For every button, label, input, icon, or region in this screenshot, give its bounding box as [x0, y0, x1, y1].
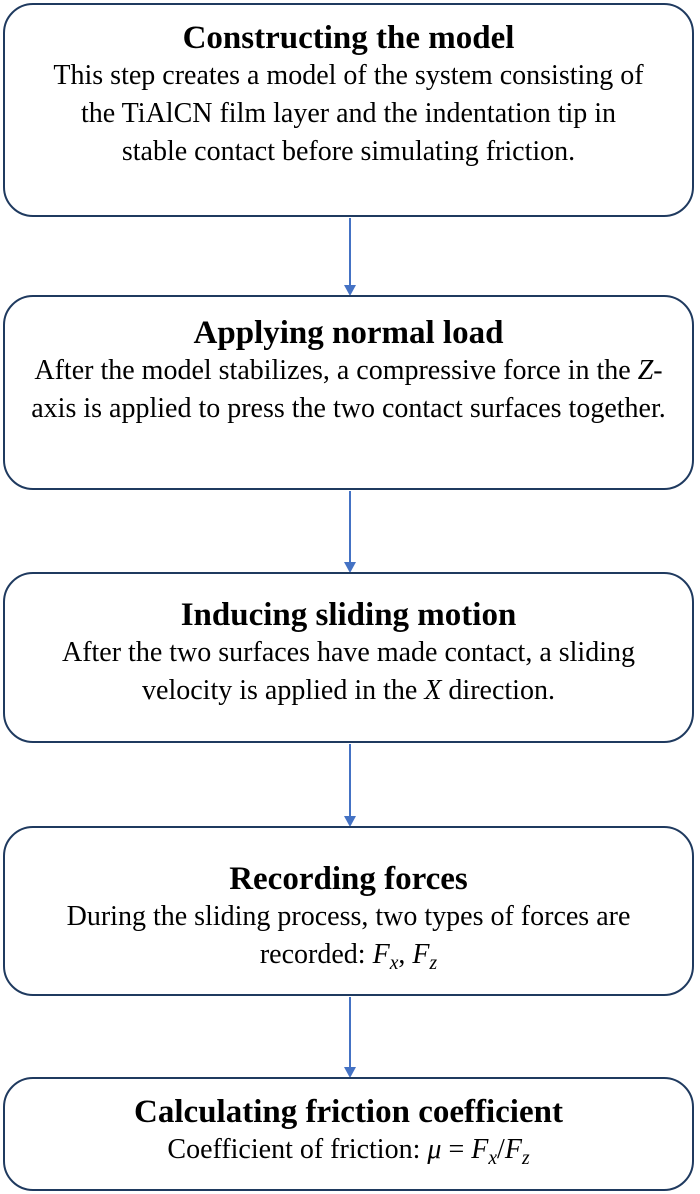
step-box-calculating-friction-coefficient: Calculating friction coefficient Coeffic…: [3, 1077, 694, 1191]
step-box-inducing-sliding-motion: Inducing sliding motion After the two su…: [3, 572, 694, 743]
force-subscript: z: [429, 952, 438, 974]
step-description: After the two surfaces have made contact…: [5, 634, 692, 710]
desc-text: Coefficient of friction:: [167, 1134, 428, 1165]
desc-text: After the two surfaces have made contact…: [61, 637, 635, 706]
flow-arrow: [344, 491, 356, 573]
desc-text: direction.: [441, 675, 555, 706]
step-description: This step creates a model of the system …: [53, 60, 644, 167]
flow-arrow: [344, 744, 356, 827]
axis-symbol: Z: [637, 355, 654, 386]
mu-symbol: μ: [427, 1134, 442, 1165]
flow-arrow: [344, 997, 356, 1078]
step-box-recording-forces: Recording forces During the sliding proc…: [3, 826, 694, 996]
flow-arrow: [344, 218, 356, 296]
arrow-head-icon: [344, 285, 356, 296]
force-subscript: x: [389, 952, 399, 974]
separator: ,: [398, 939, 413, 970]
force-symbol: F: [471, 1134, 489, 1165]
force-symbol: F: [372, 939, 390, 970]
step-box-applying-normal-load: Applying normal load After the model sta…: [3, 295, 694, 490]
axis-symbol: X: [424, 675, 442, 706]
step-title: Recording forces: [229, 861, 468, 897]
arrow-head-icon: [344, 562, 356, 573]
step-description: During the sliding process, two types of…: [5, 898, 692, 974]
desc-text: After the model stabilizes, a compressiv…: [34, 355, 638, 386]
force-subscript: z: [521, 1147, 530, 1169]
step-title: Inducing sliding motion: [180, 597, 517, 633]
force-symbol: F: [412, 939, 430, 970]
step-title: Calculating friction coefficient: [134, 1094, 563, 1130]
desc-text: -axis is applied to press the two contac…: [31, 355, 666, 424]
step-title: Applying normal load: [193, 315, 504, 351]
step-description: After the model stabilizes, a compressiv…: [5, 352, 692, 428]
arrow-head-icon: [344, 1067, 356, 1078]
step-description: Coefficient of friction: μ = Fx/Fz: [5, 1131, 692, 1169]
arrow-head-icon: [344, 816, 356, 827]
force-symbol: F: [504, 1134, 522, 1165]
force-subscript: x: [488, 1147, 498, 1169]
equals-sign: =: [441, 1134, 472, 1165]
division-slash: /: [497, 1134, 505, 1165]
step-title: Constructing the model: [182, 20, 515, 56]
step-box-constructing-model: Constructing the model This step creates…: [3, 3, 694, 217]
desc-text: During the sliding process, two types of…: [66, 901, 631, 970]
